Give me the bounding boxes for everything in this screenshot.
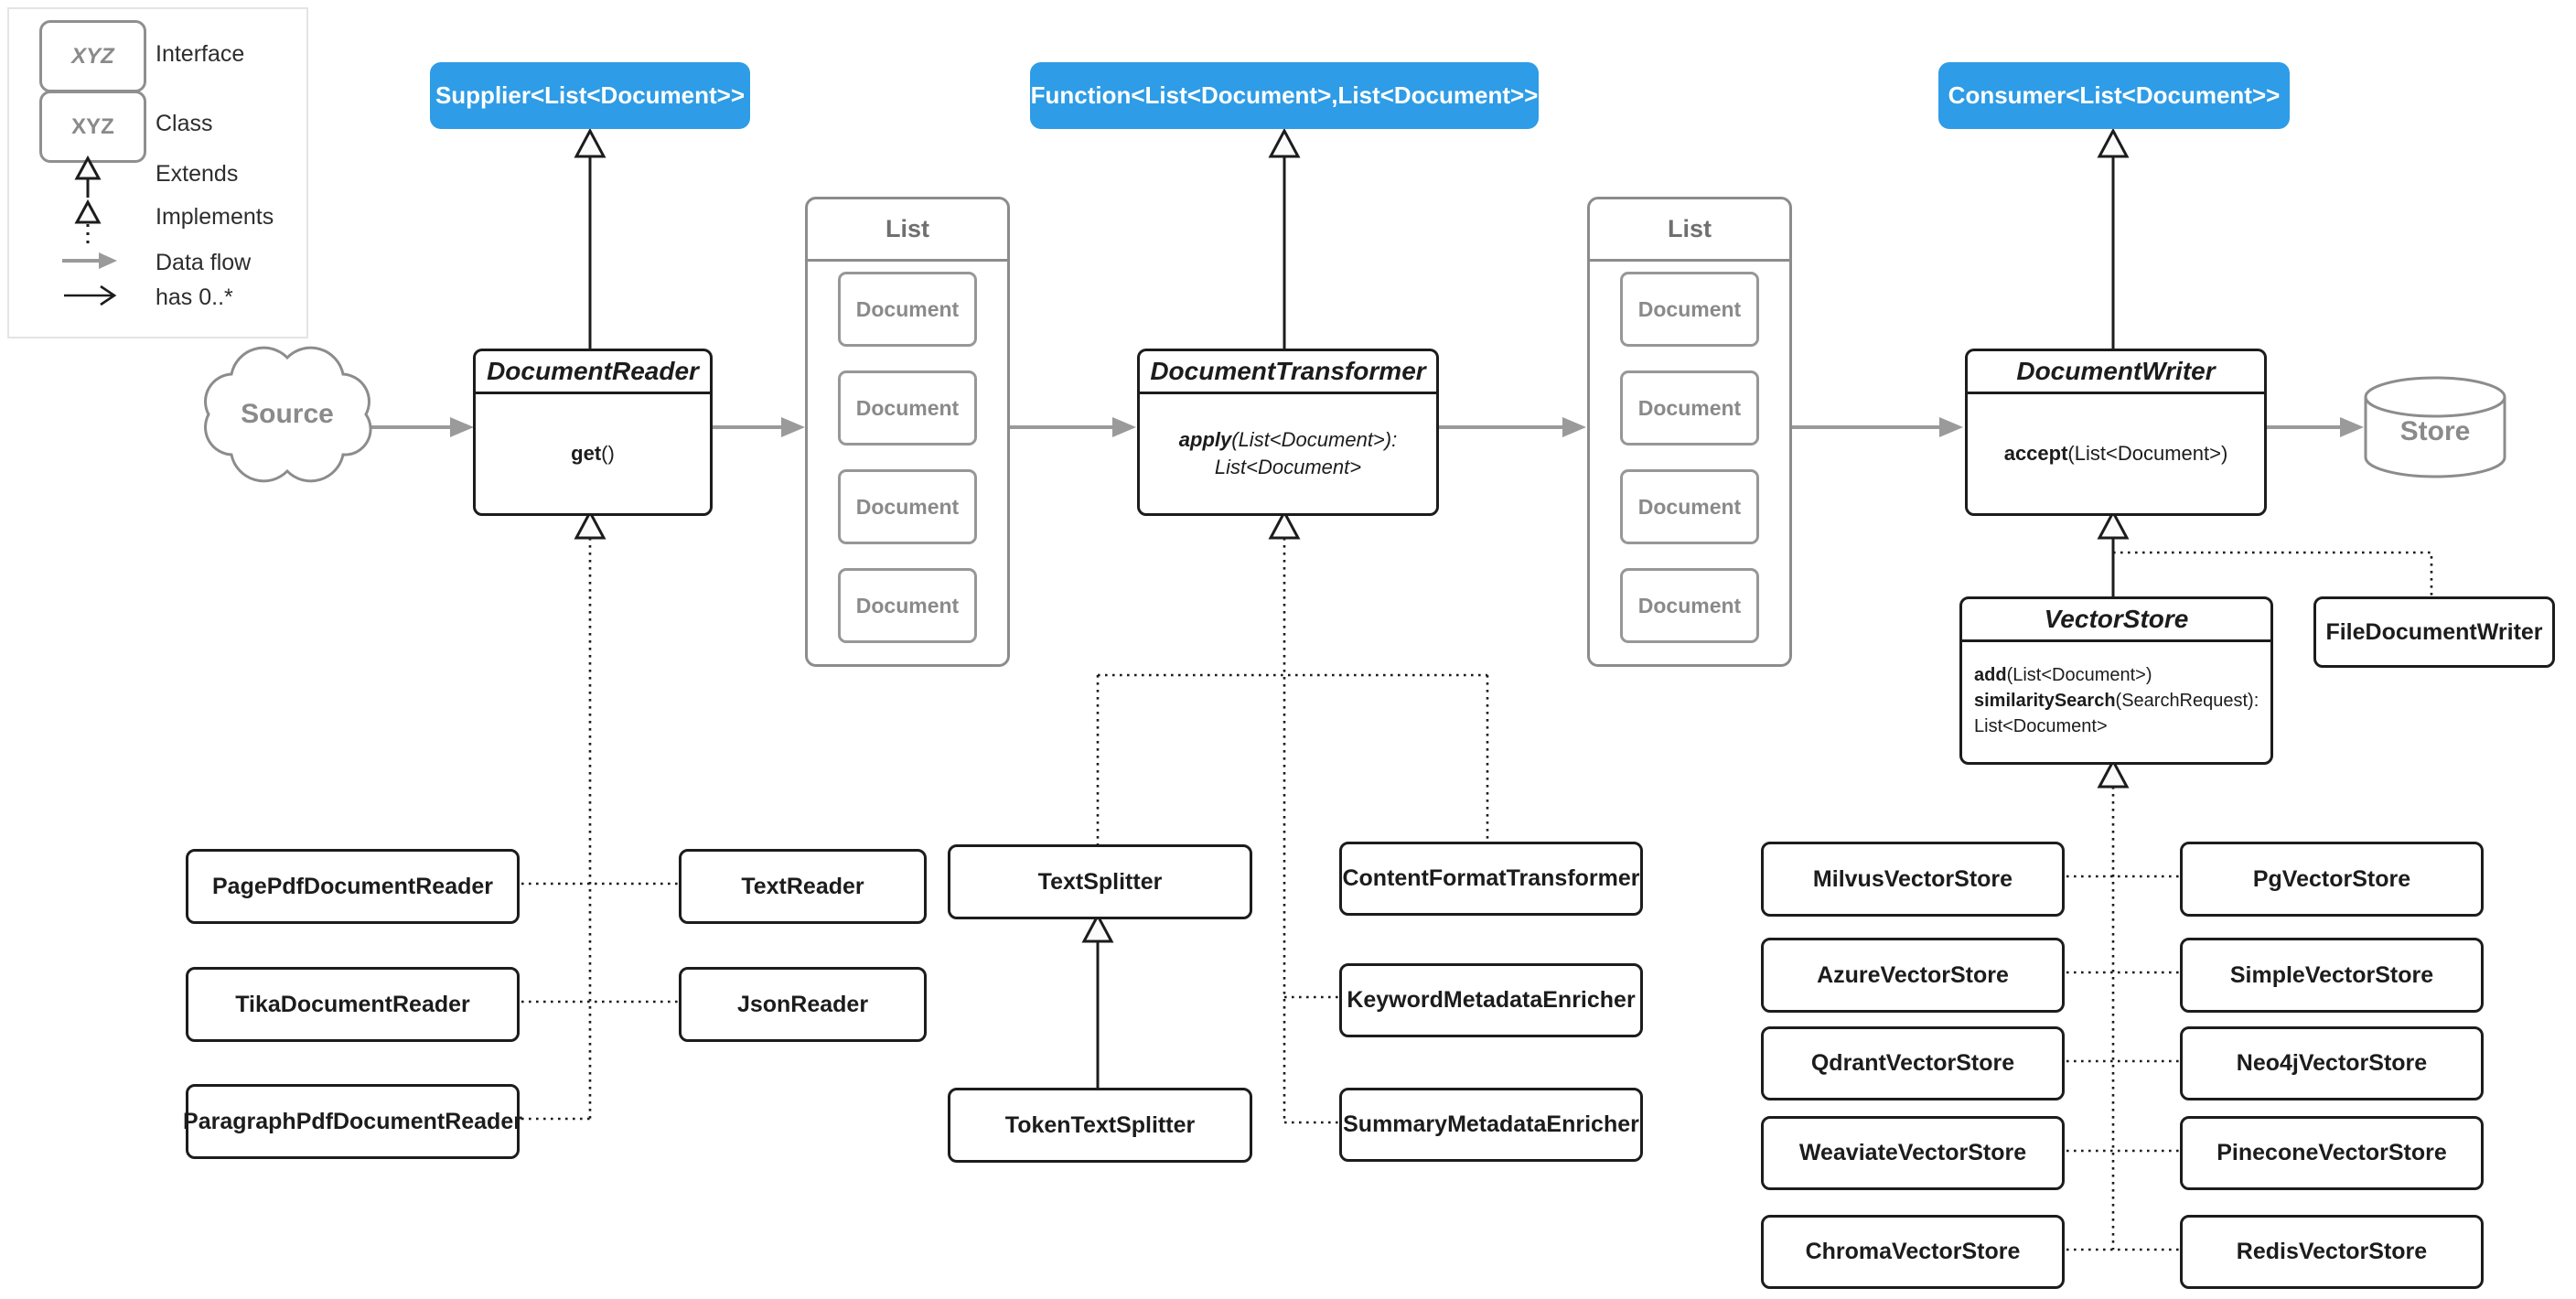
class-milvusvectorstore: MilvusVectorStore bbox=[1761, 842, 2065, 917]
class-qdrantvectorstore: QdrantVectorStore bbox=[1761, 1026, 2065, 1100]
legend-class-sample: XYZ bbox=[39, 91, 146, 163]
class-tikadocumentreader: TikaDocumentReader bbox=[186, 967, 520, 1042]
legend-label-interface: Interface bbox=[156, 40, 245, 67]
store-cylinder-label: Store bbox=[2399, 416, 2471, 446]
source-cloud-shape bbox=[204, 346, 372, 483]
class-textreader: TextReader bbox=[679, 849, 927, 924]
document-transformer-method: apply(List<Document>): List<Document> bbox=[1178, 428, 1398, 478]
implements-icon bbox=[74, 199, 102, 243]
class-keywordmetadataenricher: KeywordMetadataEnricher bbox=[1339, 963, 1643, 1037]
document-writer-box: DocumentWriter accept(List<Document>) bbox=[1965, 349, 2267, 516]
document-item: Document bbox=[838, 272, 977, 347]
legend-label-implements: Implements bbox=[156, 203, 274, 230]
class-chromavectorstore: ChromaVectorStore bbox=[1761, 1215, 2065, 1289]
class-textsplitter: TextSplitter bbox=[948, 844, 1252, 919]
class-jsonreader: JsonReader bbox=[679, 967, 927, 1042]
class-pagepdfdocumentreader: PagePdfDocumentReader bbox=[186, 849, 520, 924]
document-reader-box: DocumentReader get() bbox=[473, 349, 713, 516]
store-cylinder-shape bbox=[2364, 376, 2506, 478]
legend-label-has: has 0..* bbox=[156, 284, 233, 310]
document-item: Document bbox=[838, 568, 977, 643]
vector-store-methods: add(List<Document>) similaritySearch(Sea… bbox=[1974, 665, 2259, 736]
data-flow-icon bbox=[62, 252, 117, 269]
data-flow-arrows bbox=[368, 417, 2364, 437]
class-paragraphpdfdocumentreader: ParagraphPdfDocumentReader bbox=[183, 1084, 522, 1159]
document-item: Document bbox=[1620, 370, 1759, 446]
class-summarymetadataenricher: SummaryMetadataEnricher bbox=[1339, 1088, 1643, 1162]
document-reader-title: DocumentReader bbox=[476, 351, 710, 394]
document-item: Document bbox=[838, 469, 977, 544]
class-redisvectorstore: RedisVectorStore bbox=[2180, 1215, 2484, 1289]
class-azurevectorstore: AzureVectorStore bbox=[1761, 938, 2065, 1013]
vector-store-box: VectorStore add(List<Document>) similari… bbox=[1959, 596, 2273, 765]
list-title: List bbox=[808, 199, 1007, 262]
document-item: Document bbox=[838, 370, 977, 446]
class-pineconevectorstore: PineconeVectorStore bbox=[2180, 1116, 2484, 1190]
list-group-2: List Document Document Document Document bbox=[1587, 197, 1792, 667]
document-writer-method: accept(List<Document>) bbox=[2003, 442, 2228, 465]
list-title: List bbox=[1590, 199, 1789, 262]
document-reader-method: get() bbox=[571, 442, 615, 465]
class-weaviatevectorstore: WeaviateVectorStore bbox=[1761, 1116, 2065, 1190]
legend-panel: XYZ XYZ Interface Class Extends Implemen… bbox=[7, 7, 308, 338]
legend-label-class: Class bbox=[156, 110, 213, 136]
document-item: Document bbox=[1620, 469, 1759, 544]
class-filedocumentwriter: FileDocumentWriter bbox=[2313, 596, 2555, 668]
document-transformer-title: DocumentTransformer bbox=[1140, 351, 1436, 394]
legend-label-extends: Extends bbox=[156, 160, 239, 187]
extends-triangles bbox=[574, 127, 2130, 943]
function-interface-pill: Function<List<Document>,List<Document>> bbox=[1030, 62, 1539, 129]
legend-label-dataflow: Data flow bbox=[156, 249, 252, 275]
class-simplevectorstore: SimpleVectorStore bbox=[2180, 938, 2484, 1013]
document-writer-title: DocumentWriter bbox=[1968, 351, 2264, 394]
extends-icon bbox=[74, 156, 102, 198]
legend-interface-sample: XYZ bbox=[39, 20, 146, 92]
consumer-interface-pill: Consumer<List<Document>> bbox=[1938, 62, 2290, 129]
document-item: Document bbox=[1620, 568, 1759, 643]
list-group-1: List Document Document Document Document bbox=[805, 197, 1010, 667]
extends-lines bbox=[588, 157, 2115, 1088]
class-neo4jvectorstore: Neo4jVectorStore bbox=[2180, 1026, 2484, 1100]
has-arrow-icon bbox=[64, 284, 117, 306]
class-contentformattransformer: ContentFormatTransformer bbox=[1339, 842, 1643, 916]
class-pgvectorstore: PgVectorStore bbox=[2180, 842, 2484, 917]
supplier-interface-pill: Supplier<List<Document>> bbox=[430, 62, 750, 129]
document-transformer-box: DocumentTransformer apply(List<Document>… bbox=[1137, 349, 1439, 516]
vector-store-title: VectorStore bbox=[1962, 599, 2270, 642]
implements-lines bbox=[514, 538, 2433, 1251]
document-item: Document bbox=[1620, 272, 1759, 347]
class-tokentextsplitter: TokenTextSplitter bbox=[948, 1088, 1252, 1163]
source-cloud-label: Source bbox=[241, 399, 334, 429]
